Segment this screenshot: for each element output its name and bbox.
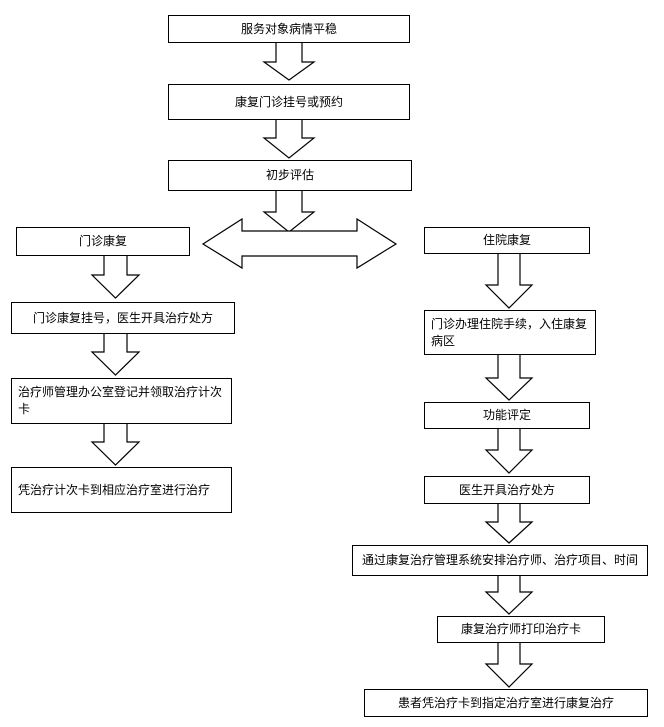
arrow-down-3 [262, 189, 316, 233]
outpatient-step-therapy: 凭治疗计次卡到相应治疗室进行治疗 [11, 467, 232, 513]
inpatient-step-therapy: 患者凭治疗卡到指定治疗室进行康复治疗 [364, 689, 648, 717]
step-clinic-registration: 康复门诊挂号或预约 [168, 84, 410, 120]
double-arrow [201, 217, 398, 270]
inpatient-title: 住院康复 [424, 227, 590, 254]
step-condition-stable: 服务对象病情平稳 [168, 15, 410, 43]
arrow-down-left-3 [90, 422, 141, 466]
arrow-down-right-1 [484, 252, 534, 309]
arrow-down-right-6 [484, 641, 534, 688]
arrow-down-1 [262, 41, 316, 81]
arrow-down-left-1 [90, 254, 141, 299]
inpatient-step-function-assessment: 功能评定 [424, 402, 590, 429]
inpatient-step-scheduling: 通过康复治疗管理系统安排治疗师、治疗项目、时间 [352, 545, 648, 576]
inpatient-step-admission: 门诊办理住院手续，入住康复病区 [424, 310, 596, 355]
inpatient-step-print-card: 康复治疗师打印治疗卡 [437, 616, 605, 643]
arrow-down-right-4 [484, 502, 534, 544]
arrow-down-right-5 [484, 574, 534, 615]
arrow-down-2 [262, 118, 316, 159]
inpatient-step-prescription: 医生开具治疗处方 [424, 476, 590, 504]
outpatient-step-office: 治疗师管理办公室登记并领取治疗计次卡 [11, 378, 232, 424]
outpatient-step-registration: 门诊康复挂号，医生开具治疗处方 [11, 302, 235, 334]
arrow-down-left-2 [90, 332, 141, 376]
outpatient-title: 门诊康复 [16, 227, 190, 256]
arrow-down-right-3 [484, 427, 534, 474]
arrow-down-right-2 [484, 353, 534, 401]
step-initial-assessment: 初步评估 [168, 160, 412, 191]
